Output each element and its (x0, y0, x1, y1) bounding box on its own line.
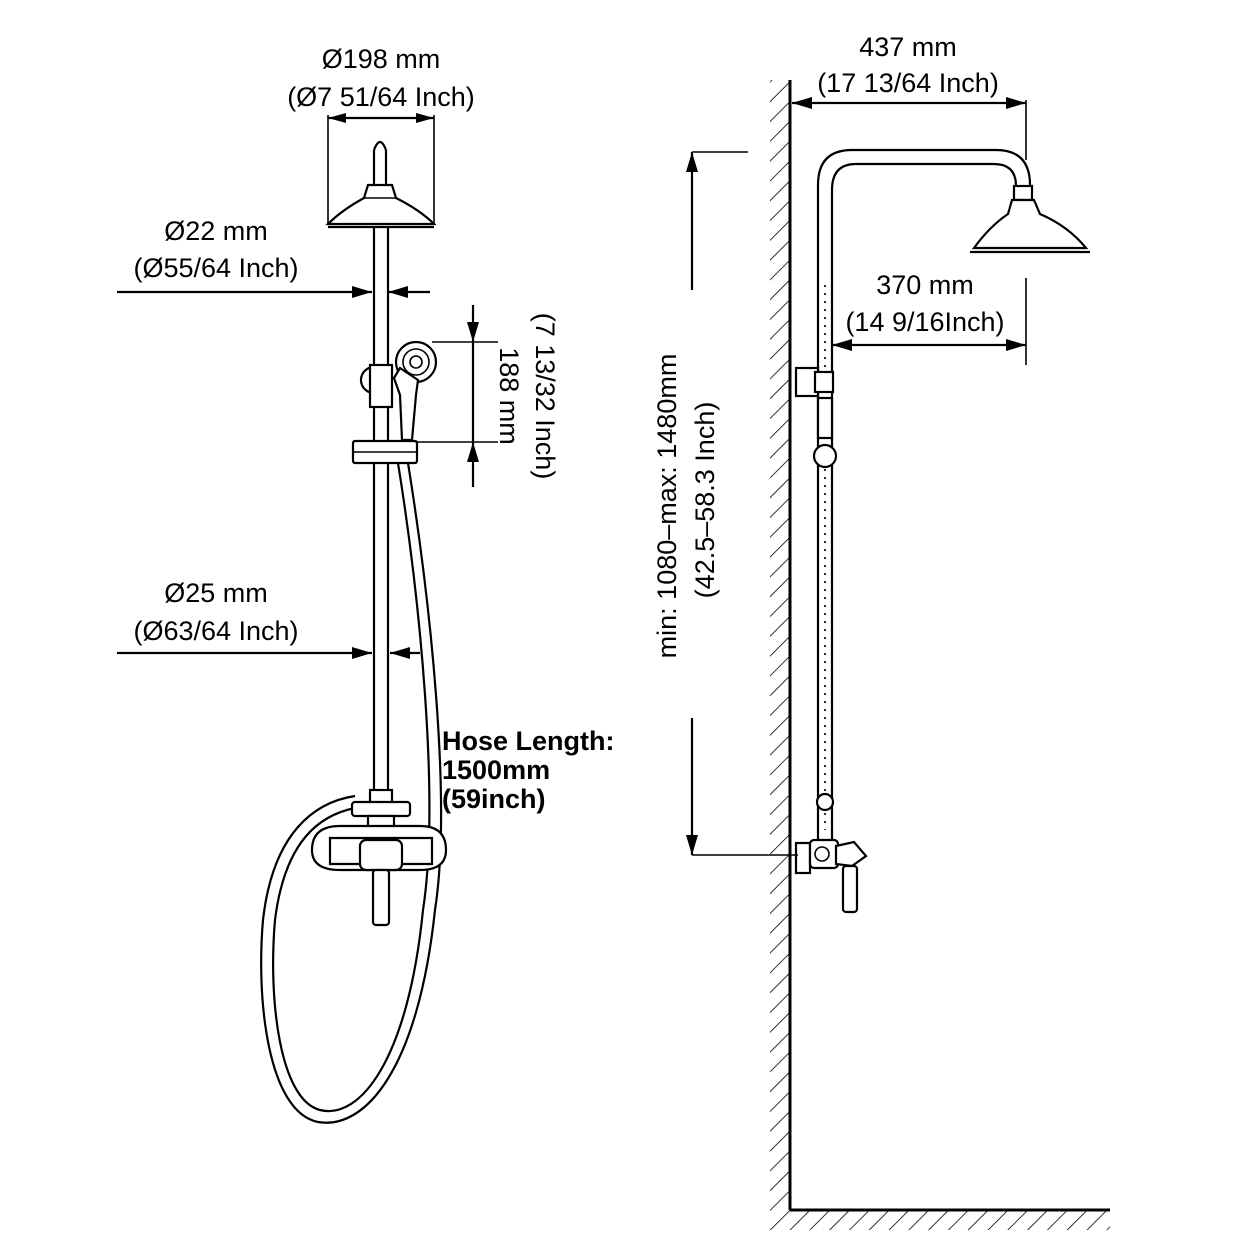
lower-pipe-diameter-dimension (117, 647, 420, 659)
head-diameter-dimension (327, 113, 435, 225)
total-reach-dimension (792, 97, 1027, 160)
rain-shower-head-front (325, 140, 437, 229)
mixer-valve-side (794, 838, 868, 914)
handshower-length-dimension (415, 305, 498, 487)
head-diameter-inch: (Ø7 51/64 Inch) (287, 82, 475, 112)
head-diameter-mm: Ø198 mm (322, 44, 441, 74)
handshower-length-inch: (7 13/32 Inch) (530, 313, 560, 480)
lower-pipe-diameter-mm: Ø25 mm (164, 578, 268, 608)
upper-pipe-front (372, 227, 390, 790)
mixer-valve-front (310, 788, 448, 927)
hose-length-title: Hose Length: (442, 726, 615, 756)
height-range-dimension (686, 151, 798, 856)
handshower-front (392, 340, 438, 442)
total-reach-mm: 437 mm (859, 32, 957, 62)
column-side (794, 260, 838, 840)
upper-pipe-diameter-mm: Ø22 mm (164, 216, 268, 246)
hose-length-inch: (59inch) (442, 784, 546, 814)
height-range-inch: (42.5–58.3 Inch) (690, 402, 720, 599)
lower-pipe-diameter-inch: (Ø63/64 Inch) (133, 616, 298, 646)
handshower-holder-front (351, 363, 419, 465)
arm-reach-mm: 370 mm (876, 270, 974, 300)
upper-pipe-diameter-inch: (Ø55/64 Inch) (133, 253, 298, 283)
hose-length-mm: 1500mm (442, 755, 550, 785)
shower-arm-side (816, 148, 1090, 260)
side-view (686, 80, 1110, 1230)
arm-reach-dimension (832, 278, 1027, 365)
front-view (117, 113, 498, 1124)
total-reach-inch: (17 13/64 Inch) (817, 68, 999, 98)
arm-reach-inch: (14 9/16Inch) (845, 307, 1004, 337)
handshower-length-mm: 188 mm (494, 347, 524, 445)
hose-front (260, 462, 443, 1124)
upper-pipe-diameter-dimension (117, 286, 430, 298)
wall-section (770, 80, 1110, 1230)
height-range-mm: min: 1080–max: 1480mm (652, 354, 682, 659)
